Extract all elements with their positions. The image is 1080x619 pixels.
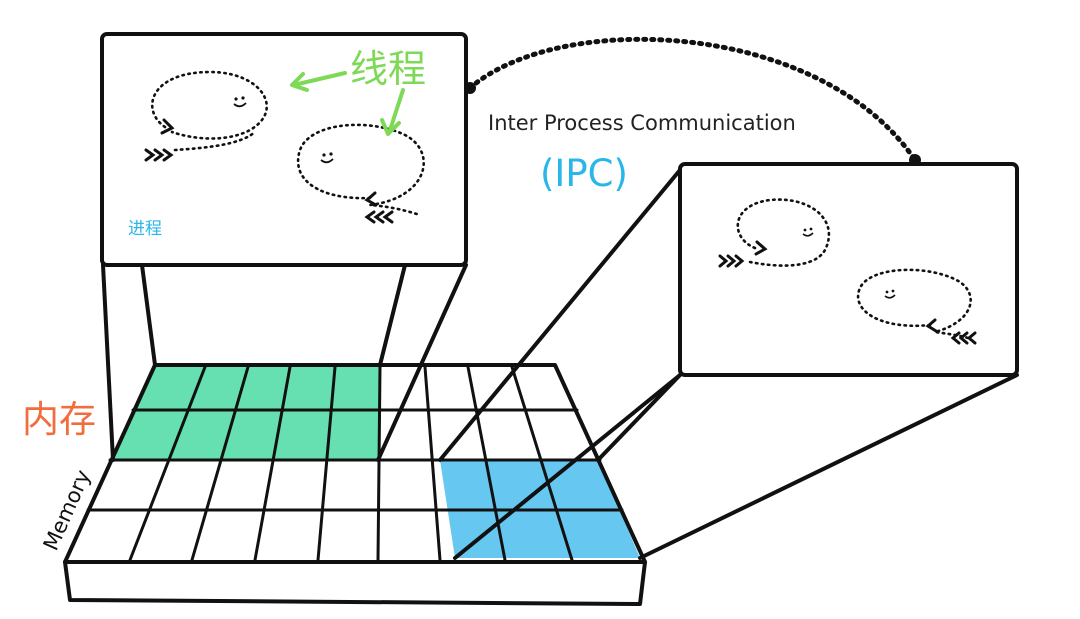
thread-loop-icon <box>736 198 831 267</box>
arrow-icon <box>380 88 405 136</box>
process-a-box: 进程 <box>100 32 468 267</box>
ipc-short-label: (IPC) <box>540 152 628 195</box>
smiley-icon <box>884 289 896 299</box>
thread-loop-icon <box>150 70 269 152</box>
smiley-icon <box>802 227 814 237</box>
thread-label: 线程 <box>350 47 426 91</box>
process-b-box <box>678 162 1019 377</box>
thread-loop-icon <box>856 268 972 340</box>
memory-block <box>63 363 647 606</box>
arrow-icon <box>718 254 745 268</box>
arrow-icon <box>950 331 977 345</box>
thread-loop-icon <box>296 123 425 217</box>
arrow-icon <box>364 210 394 224</box>
process-b-projection <box>438 168 1019 560</box>
process-a-projection <box>101 263 468 462</box>
smiley-icon <box>233 96 247 108</box>
thread-annotation: 线程 <box>290 47 426 136</box>
memory-cn-label: 内存 <box>22 398 96 441</box>
process-a-memory-region <box>113 365 380 460</box>
arrow-icon <box>144 148 174 162</box>
process-label: 进程 <box>128 219 162 239</box>
ipc-connector <box>464 36 921 166</box>
smiley-icon <box>320 152 334 164</box>
arrow-icon <box>290 71 347 92</box>
ipc-full-label: Inter Process Communication <box>488 111 796 135</box>
